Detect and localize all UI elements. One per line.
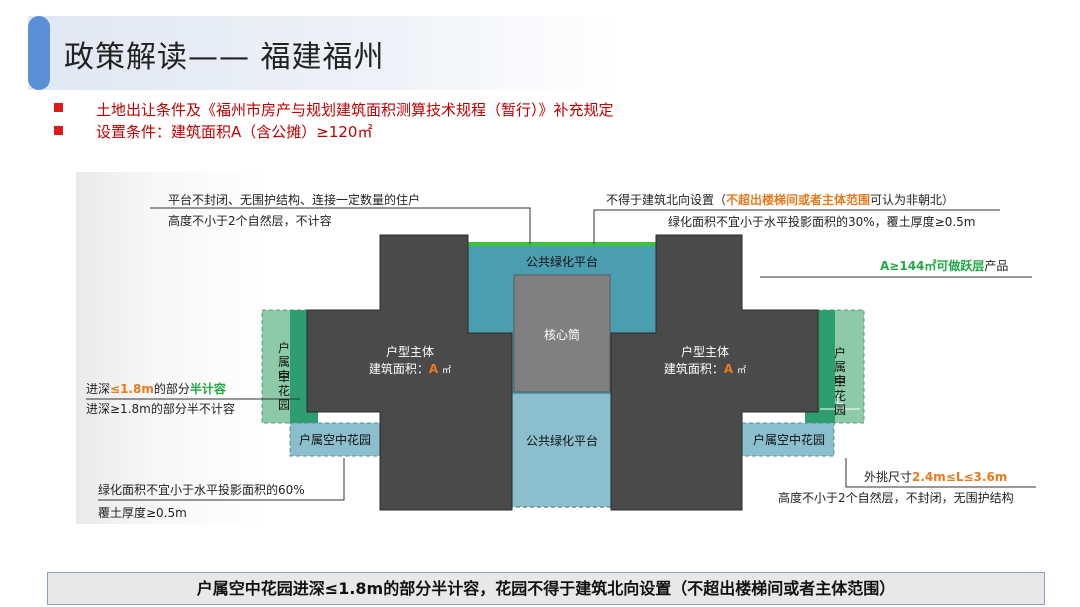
soil-note: 覆土厚度≥0.5m (98, 505, 187, 520)
garden-vertical-right-label-char: 属 (834, 360, 846, 374)
garden-vertical-left-label-char: 户 (278, 340, 290, 355)
unit-left-label: 户型主体 (386, 344, 434, 359)
bullet-text-2: 设置条件：建筑面积A（含公摊）≥120㎡ (96, 123, 373, 141)
garden-vertical-left-label-char: 属 (278, 355, 290, 369)
footer-summary: 户属空中花园进深≤1.8m的部分半计容，花园不得于建筑北向设置（不超出楼梯间或者… (47, 572, 1045, 605)
a144-note: A≥144㎡可做跃层产品 (880, 258, 1008, 273)
bullet-marker (54, 103, 63, 112)
garden-vertical-left-label-char: 空 (278, 369, 290, 383)
north-note: 不得于建筑北向设置（不超出楼梯间或者主体范围可认为非朝北） (606, 192, 954, 207)
core-label: 核心筒 (544, 327, 580, 342)
depth-note-1: 进深≤1.8m的部分半计容 (86, 381, 226, 396)
green-top-note: 绿化面积不宜小于水平投影面积的30%，覆土厚度≥0.5m (668, 214, 976, 229)
garden-vertical-right-label-char: 空 (834, 374, 846, 388)
callout-line (448, 207, 531, 244)
garden-vertical-left-label-char: 园 (278, 398, 290, 412)
depth-note-2: 进深≥1.8m的部分半不计容 (86, 401, 235, 416)
title-bar (28, 16, 618, 90)
platform-note-2: 高度不小于2个自然层，不计容 (168, 213, 332, 228)
unit-body-left (306, 234, 513, 511)
core-tube (513, 274, 611, 393)
garden-vertical-left-label-char: 花 (278, 383, 290, 398)
bullet-marker (54, 126, 63, 135)
callout-line (98, 458, 345, 501)
page-title: 政策解读—— 福建福州 (64, 40, 385, 75)
platform-note-1: 平台不封闭、无围护结构、连接一定数量的住户 (168, 192, 420, 207)
garden-bottom-right-box (741, 422, 835, 457)
garden-vertical-left-label: 户属空中花园 (278, 340, 290, 412)
unit-right-label: 户型主体 (681, 344, 729, 359)
garden-bottom-left-box (289, 422, 381, 457)
public-platform-bottom-label: 公共绿化平台 (526, 433, 598, 448)
garden-vertical-right-label-char: 园 (834, 403, 846, 417)
garden-bottom-left-label: 户属空中花园 (299, 432, 371, 447)
garden-vertical-right-label: 户属空中花园 (834, 345, 846, 417)
unit-body-right (610, 234, 819, 511)
title-accent-bar (28, 16, 50, 90)
garden-vertical-right-label-char: 花 (834, 388, 846, 403)
garden-vertical-right-label-char: 户 (834, 345, 846, 360)
callout-line (593, 209, 600, 244)
L-label: L (836, 393, 843, 407)
garden-vertical-left-label-char: 中 (278, 369, 290, 384)
public-platform-top-label: 公共绿化平台 (526, 254, 598, 269)
garden-vertical-right-label-char: 中 (834, 374, 846, 389)
bullet-text-1: 土地出让条件及《福州市房产与规划建筑面积测算技术规程（暂行）》补充规定 (96, 101, 614, 119)
overhang-note: 外挑尺寸2.4m≤L≤3.6m (864, 470, 1007, 484)
green-bottom-note: 绿化面积不宜小于水平投影面积的60% (98, 482, 305, 497)
garden-bottom-right-label: 户属空中花园 (753, 432, 825, 447)
height-note: 高度不小于2个自然层，不封闭，无围护结构 (778, 490, 1014, 505)
callout-line (845, 458, 1036, 488)
